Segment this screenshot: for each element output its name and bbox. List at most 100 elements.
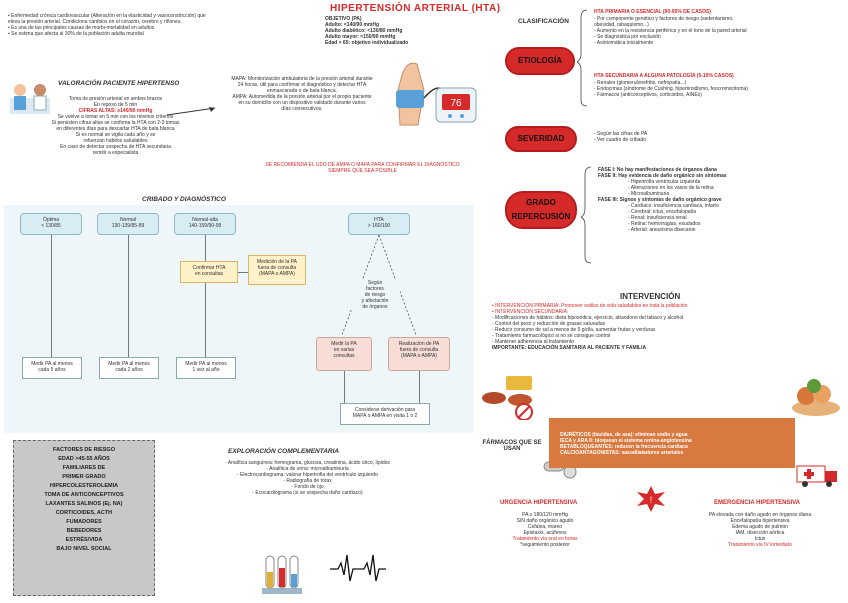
- alert-burst-icon: !: [636, 486, 666, 512]
- secundaria-line: - Endocrinas (síndrome de Cushing, hiper…: [594, 86, 748, 92]
- intro-text: • Enfermedad crónica cardiovascular (Alt…: [8, 13, 328, 37]
- intro-line: eleva la presión arterial. Condiciona ca…: [8, 19, 182, 25]
- secundaria-line: - Renales (glomerulonefritis, nefropatía…: [594, 80, 687, 86]
- optima-box: Óptima < 130/85: [20, 213, 82, 235]
- emergencia-line: Tratamiento vía IV inmediato: [728, 542, 792, 548]
- realizacion-box: Realización de PA fuera de consulta (MAP…: [388, 337, 450, 371]
- mapa-line: en su domicilio con un dispositivo valid…: [238, 100, 366, 106]
- valoracion-line: refuerzan hábitos saludables: [83, 138, 148, 144]
- medicion-box: Medición de la PA fuera de consulta (MAP…: [248, 255, 306, 285]
- factor-item: PRIMER GRADO: [62, 474, 106, 480]
- fase3-item: - Cerebral: ictus, encefalopatía: [628, 209, 697, 215]
- medir-1-box: Medir PA al menos 1 vez al año: [176, 357, 236, 379]
- factor-item: HIPERCOLESTEROLEMIA: [49, 483, 119, 489]
- arrow-icon: [165, 104, 221, 116]
- primaria-line: obesidad, tabaquismo...): [594, 22, 649, 28]
- test-tubes-icon: [258, 548, 306, 596]
- exploracion-text: - Analítica sanguínea: hemograma, glucos…: [200, 460, 415, 496]
- brace: [576, 8, 589, 108]
- intervencion-line: - Control del peso y reducción de grasas…: [492, 321, 606, 327]
- mapa-line: enmascarada o de bata blanca.: [266, 88, 338, 94]
- severidad-line: - Según las cifras de PA: [594, 131, 648, 137]
- bp-objectives: OBJETIVO (PA) Adulto: <140/90 mmHg Adult…: [325, 16, 445, 46]
- food-icon: [480, 370, 550, 421]
- primaria-line: - Aumento en la resistencia periférica y…: [594, 28, 747, 34]
- bp-line: OBJETIVO (PA): [325, 16, 362, 22]
- intervencion-line: - Reducir consumo de sal a menos de 5 g/…: [492, 327, 656, 333]
- segun-text: Según factores de riesgo y afectación de…: [350, 280, 400, 310]
- valoracion-line: Si persisten cifras altas se confirma la…: [51, 120, 180, 126]
- primaria-line: - Asintomática inicialmente: [594, 40, 654, 46]
- intervencion-line: IMPORTANTE: EDUCACIÓN SANITARIA AL PACIE…: [492, 345, 647, 351]
- emergencia-title: EMERGENCIA HIPERTENSIVA: [714, 500, 801, 506]
- emergencia-line: Edema agudo de pulmón: [732, 524, 788, 530]
- fase3-item: - Arterial: aneurisma disecante: [628, 227, 696, 233]
- mapa-line: días consecutivos.: [281, 106, 323, 112]
- emergencia-line: Ictus: [754, 536, 766, 542]
- farmacos-line: DIURÉTICOS (tiazidas, de asa): eliminan …: [560, 432, 688, 438]
- factor-item: BEBEDORES: [66, 528, 102, 534]
- urgencia-text: PA ≥ 180/120 mmHg SIN daño orgánico agud…: [470, 512, 620, 548]
- confirmar-box: Confirmar HTA en consultas: [180, 261, 238, 283]
- bp-line: Edad > 65: objetivo individualizado: [325, 40, 409, 46]
- intervencion-line: • INTERVENCIÓN SECUNDARIA:: [492, 309, 569, 315]
- valoracion-line: Se vuelve a tomar en 5 min con los mismo…: [57, 114, 174, 120]
- farmacos-line: CALCIOANTAGONISTAS: vasodilatadores arte…: [560, 450, 684, 456]
- farmacos-text: DIURÉTICOS (tiazidas, de asa): eliminan …: [560, 432, 790, 456]
- factor-item: BAJO NIVEL SOCIAL: [56, 546, 112, 552]
- fase3-item: - Retina: hemorragias, exudados: [628, 221, 701, 227]
- factor-item: FAMILIARES DE: [62, 465, 106, 471]
- connector: [238, 272, 248, 273]
- clasificacion-title: CLASIFICACIÓN: [518, 18, 569, 25]
- exploracion-title: EXPLORACIÓN COMPLEMENTARIA: [228, 448, 340, 455]
- fase2-item: - Hipertrofia ventricular izquierda: [628, 179, 701, 185]
- secundaria-title: HTA SECUNDARIA A ALGUNA PATOLOGÍA (5-10%…: [594, 73, 734, 79]
- fase3-line: FASE III: Signos y síntomas de daño orgá…: [598, 197, 722, 203]
- exploracion-line: - Fondo de ojo: [291, 484, 324, 490]
- medir-5-box: Medir PA al menos cada 5 años: [22, 357, 82, 379]
- factor-item: TOMA DE ANTICONCEPTIVOS: [44, 492, 124, 498]
- hta-box: HTA > 160/100: [348, 213, 410, 235]
- medir-2-box: Medir PA al menos cada 2 años: [99, 357, 159, 379]
- severidad-pill: SEVERIDAD: [505, 126, 577, 152]
- bp-line: Adulto diabético: <130/80 mmHg: [325, 28, 403, 34]
- farmacos-box: [549, 418, 795, 468]
- emergencia-line: Encefalopatía hipertensiva: [730, 518, 790, 524]
- mapa-line: AMPA: Automedida de la presión arterial …: [232, 94, 372, 100]
- urgencia-line: PA ≥ 180/120 mmHg: [522, 512, 568, 518]
- connector: [51, 235, 52, 357]
- doctor-patient-icon: [8, 78, 53, 118]
- exploracion-line: - Electrocardiograma: valorar hipertrofi…: [237, 472, 378, 478]
- severidad-line: - Ver cuadro de cribado: [594, 137, 646, 143]
- urgencia-line: Tratamiento vía oral en horas: [512, 536, 578, 542]
- factor-item: FUMADORES: [66, 519, 102, 525]
- svg-text:!: !: [650, 495, 653, 505]
- exploracion-line: - Analítica sanguínea: hemograma, glucos…: [225, 460, 390, 466]
- valoracion-text: Toma de presión arterial en ambos brazos…: [8, 96, 223, 156]
- exploracion-line: - Radiografía de tórax: [283, 478, 332, 484]
- fase3-item: - Cardíaco: insuficiencia cardíaca, infa…: [628, 203, 719, 209]
- farmacos-title: FÁRMACOS QUE SE USAN: [482, 440, 542, 452]
- bp-line: Adulto mayor: <150/90 mmHg: [325, 34, 396, 40]
- primaria-line: - Por componente genético y factores de …: [594, 16, 734, 22]
- intervencion-line: • INTERVENCIÓN PRIMARIA: Promover estilo…: [492, 303, 688, 309]
- factores-content: FACTORES DE RIESGO EDAD >45-55 AÑOS FAMI…: [13, 446, 155, 554]
- intervencion-line: - Mantener adherencia al tratamiento: [492, 339, 574, 345]
- factores-box: [13, 440, 155, 596]
- intervencion-title: INTERVENCIÓN: [620, 292, 681, 301]
- connector: [128, 235, 129, 357]
- red-note: SE RECOMIENDA EL USO DE AMPA O MAPA PARA…: [265, 162, 460, 174]
- factor-item: ESTRÉS/VIDA: [65, 537, 103, 543]
- connector: [419, 371, 420, 403]
- limite-box: Normal-alta 140-159/90-99: [174, 213, 236, 235]
- fase2-line: FASE II: Hay evidencia de daño orgánico …: [598, 173, 727, 179]
- factores-title: FACTORES DE RIESGO: [53, 447, 115, 453]
- intro-line: • Enfermedad crónica cardiovascular (Alt…: [8, 13, 206, 19]
- intervencion-line: - Tratamiento farmacológico si no se con…: [492, 333, 611, 339]
- primaria-title: HTA PRIMARIA O ESENCIAL (90-95% DE CASOS…: [594, 9, 711, 15]
- primaria-text: - Por componente genético y factores de …: [594, 16, 844, 46]
- urgencia-line: Epistaxis, acúfenos: [523, 530, 567, 536]
- exploracion-line: - Analítica de orina: microalbuminuria: [266, 466, 349, 472]
- urgencia-title: URGENCIA HIPERTENSIVA: [500, 500, 578, 506]
- mapa-line: 24 horas, útil para confirmar el diagnós…: [237, 82, 367, 88]
